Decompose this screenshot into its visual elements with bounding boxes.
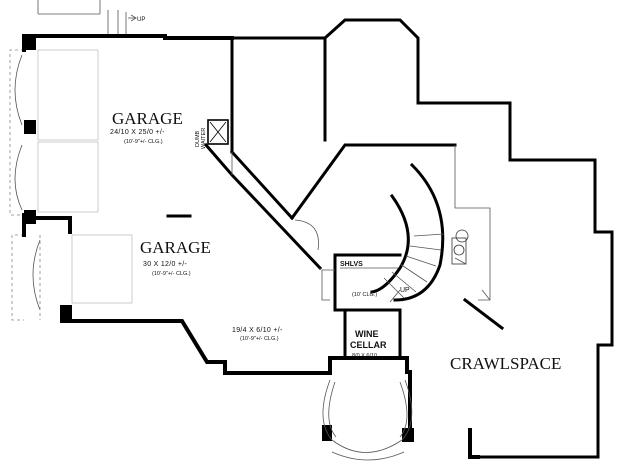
exterior-walls [22,18,614,459]
garage-lower-name: GARAGE [140,238,211,257]
garage-upper-dims: 24/10 X 25/0 +/- [110,129,165,136]
garage-door-outlines [9,49,41,321]
closet-clg: (10' CLG.) [352,292,377,298]
stair-up-label-top: UP [137,17,145,23]
dumbwaiter-label-1: DUMB [195,130,201,147]
garage-lower-clg: (10'-9"+/- CLG.) [152,271,191,277]
fixture-icon [451,229,469,265]
dumbwaiter-box [207,119,229,145]
exterior-stair [37,0,137,35]
interior-walls [166,36,505,360]
hall-clg: (10'-9"+/- CLG.) [240,336,279,342]
dumbwaiter-label-2: WAITER [201,128,207,149]
crawlspace-name: CRAWLSPACE [450,354,561,373]
garage-lower-dims: 30 X 12/0 +/- [143,261,188,268]
car-bays [37,49,133,304]
wine-cellar-dims: 8/0 X 6/10 [352,353,377,359]
garage-upper-clg: (10'-9"+/- CLG.) [124,139,163,145]
spiral-stair [370,162,445,303]
wine-cellar-label-2: CELLAR [350,340,387,350]
bay-window [322,379,413,461]
garage-upper-name: GARAGE [112,109,183,128]
shelves-label: SHLVS [340,261,363,268]
hall-dims: 19/4 X 6/10 +/- [232,327,283,334]
wine-cellar-label-1: WINE [355,329,379,339]
stair-up-label-main: UP [400,287,410,294]
